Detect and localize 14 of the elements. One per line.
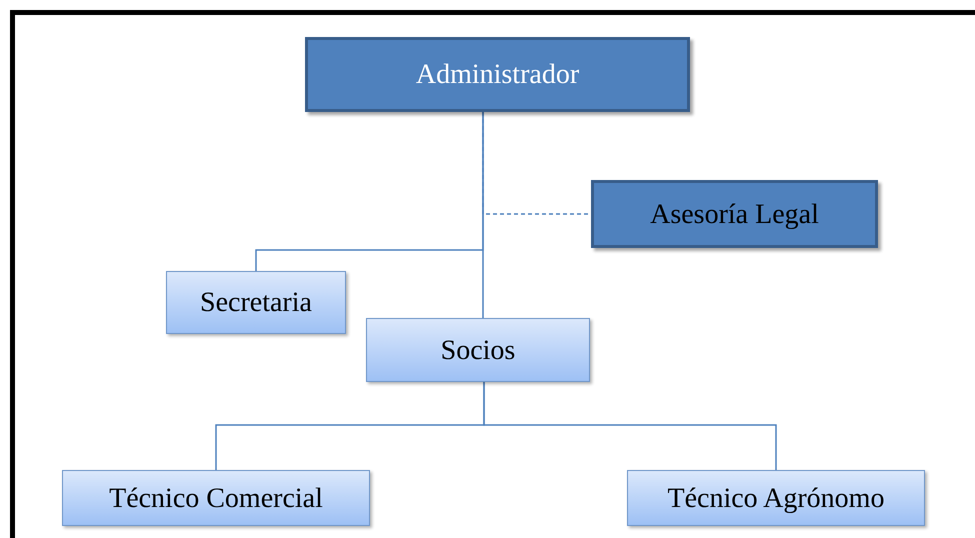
box-label: Secretaria (200, 286, 312, 320)
connector-line (482, 112, 484, 318)
box-label: Asesoría Legal (650, 198, 819, 232)
box-label: Técnico Agrónomo (668, 482, 884, 516)
org-box (591, 180, 878, 248)
box-label: Técnico Comercial (109, 482, 323, 516)
org-box (166, 271, 346, 334)
org-box (627, 470, 925, 526)
org-box (305, 37, 690, 112)
connector-line (483, 382, 777, 470)
org-box (366, 318, 590, 382)
box-label: Administrador (416, 58, 580, 92)
org-box (62, 470, 370, 526)
box-label: Socios (440, 334, 516, 368)
